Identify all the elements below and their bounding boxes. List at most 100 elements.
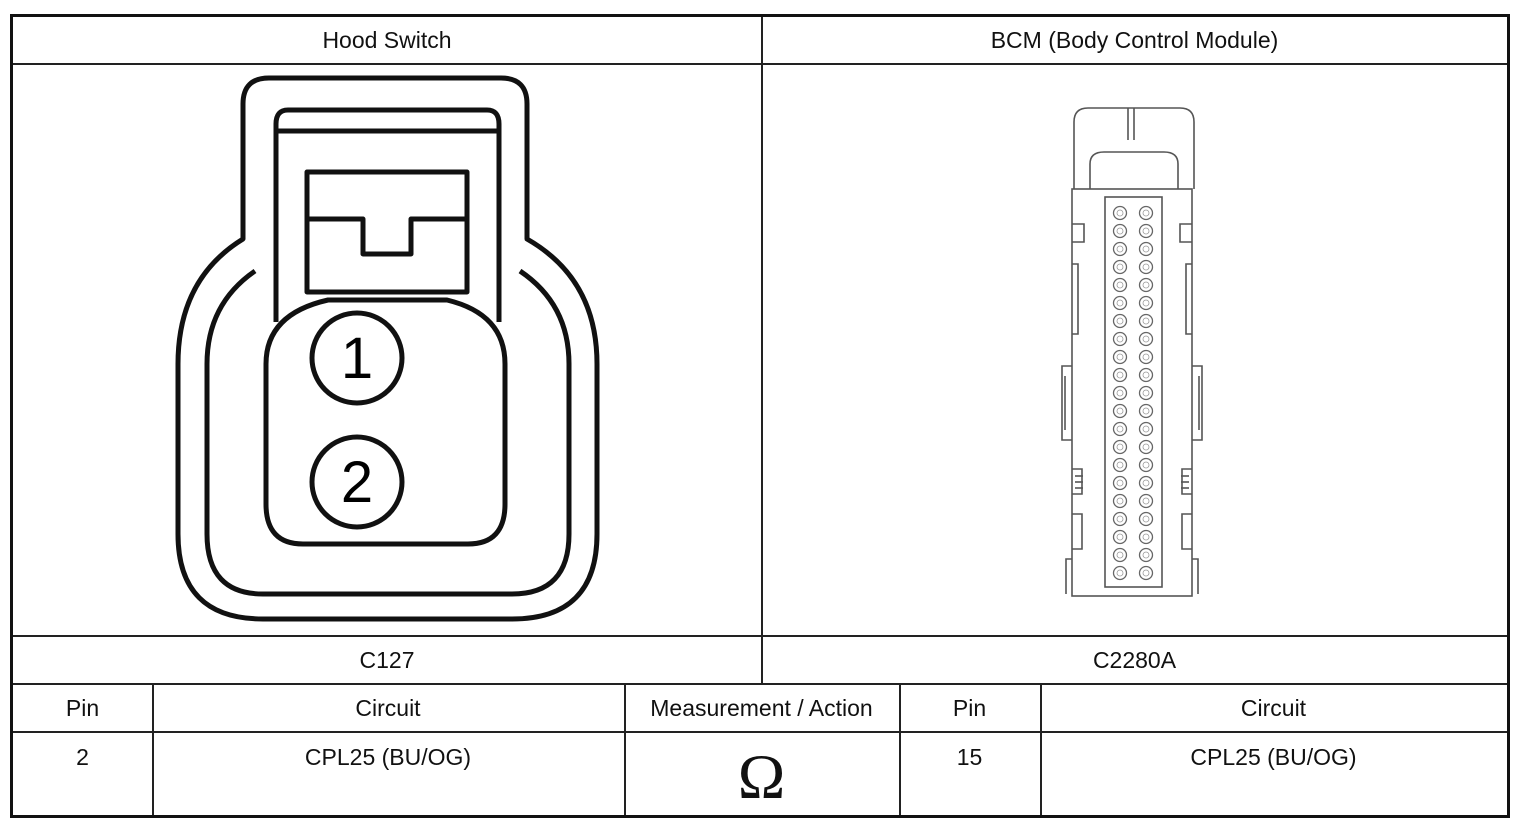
bcm-pin-cavity-number — [1142, 479, 1150, 487]
divider — [152, 684, 154, 815]
bcm-pin-cavity — [1138, 403, 1154, 419]
bcm-pin-cavity — [1138, 223, 1154, 239]
bcm-pin-cavity — [1138, 313, 1154, 329]
bcm-pin-cavity — [1138, 331, 1154, 347]
bcm-pin-cavity-number — [1116, 263, 1124, 271]
divider — [13, 731, 1507, 733]
bcm-pin-cavity-number — [1116, 515, 1124, 523]
bcm-pin-cavity-number — [1142, 371, 1150, 379]
bcm-pin-cavity-number — [1142, 299, 1150, 307]
bcm-pin-cavity — [1138, 349, 1154, 365]
bcm-pin-cavity — [1112, 331, 1128, 347]
bcm-pin-cavity-number — [1116, 317, 1124, 325]
bcm-pin-cavity-number — [1142, 569, 1150, 577]
bcm-pin-cavity-number — [1116, 209, 1124, 217]
bcm-pin-cavity-number — [1116, 461, 1124, 469]
bcm-pin-cavity — [1138, 475, 1154, 491]
table-cell-circuit-right: CPL25 (BU/OG) — [1190, 743, 1357, 770]
right-connector-id: C2280A — [1092, 646, 1177, 673]
bcm-pin-cavity-number — [1142, 245, 1150, 253]
table-header-pin-right: Pin — [952, 694, 987, 721]
bcm-pin-cavity — [1138, 367, 1154, 383]
bcm-pin-cavity — [1112, 457, 1128, 473]
bcm-pin-cavity — [1138, 511, 1154, 527]
bcm-pin-cavity — [1112, 439, 1128, 455]
bcm-pin-cavity-number — [1116, 569, 1124, 577]
bcm-pin-cavity-number — [1116, 479, 1124, 487]
bcm-pin-cavity — [1138, 529, 1154, 545]
bcm-pin-cavity-number — [1142, 461, 1150, 469]
bcm-pin-cavity — [1112, 349, 1128, 365]
divider — [624, 684, 626, 815]
bcm-pin-cavity — [1138, 277, 1154, 293]
left-connector-id: C127 — [359, 646, 415, 673]
bcm-pin-cavity-number — [1116, 281, 1124, 289]
bcm-pin-cavity — [1112, 385, 1128, 401]
table-cell-pin-left: 2 — [76, 743, 89, 770]
bcm-pin-cavity-number — [1116, 407, 1124, 415]
divider — [13, 683, 1507, 685]
bcm-pin-cavity — [1112, 565, 1128, 581]
bcm-pin-cavity — [1112, 241, 1128, 257]
bcm-pin-cavity — [1138, 547, 1154, 563]
bcm-pin-cavity-number — [1142, 407, 1150, 415]
ohm-symbol-icon: Ω — [737, 741, 786, 812]
bcm-pin-cavity-number — [1116, 497, 1124, 505]
bcm-pin-cavity — [1112, 277, 1128, 293]
bcm-pin-cavity-number — [1142, 335, 1150, 343]
bcm-pin-cavity — [1138, 457, 1154, 473]
bcm-pin-cavity — [1112, 205, 1128, 221]
bcm-pin-cavity-number — [1142, 263, 1150, 271]
bcm-pin-cavity-number — [1116, 299, 1124, 307]
table-cell-circuit-left: CPL25 (BU/OG) — [304, 743, 472, 770]
hood-switch-connector-drawing: 1 2 — [175, 75, 600, 622]
bcm-pin-cavity — [1112, 421, 1128, 437]
table-header-measurement: Measurement / Action — [650, 694, 873, 721]
bcm-pin-cavity — [1112, 475, 1128, 491]
bcm-connector-drawing — [1061, 107, 1203, 597]
bcm-pin-cavity — [1112, 511, 1128, 527]
bcm-pin-cavity — [1112, 367, 1128, 383]
divider — [761, 17, 763, 684]
bcm-pin-cavity-number — [1116, 425, 1124, 433]
bcm-pin-cavity — [1112, 547, 1128, 563]
bcm-pin-cavity-number — [1116, 245, 1124, 253]
bcm-pin-cavity — [1138, 493, 1154, 509]
bcm-pin-cavity — [1138, 259, 1154, 275]
table-header-circuit-left: Circuit — [355, 694, 421, 721]
bcm-pin-cavity-number — [1142, 227, 1150, 235]
divider — [13, 635, 1507, 637]
bcm-pin-cavity-number — [1142, 533, 1150, 541]
bcm-pin-cavity-number — [1116, 389, 1124, 397]
table-cell-pin-right: 15 — [956, 743, 983, 770]
bcm-pin-cavity-number — [1142, 425, 1150, 433]
table-header-circuit-right: Circuit — [1240, 694, 1307, 721]
bcm-pin-cavity-number — [1142, 389, 1150, 397]
bcm-pin-cavity — [1112, 313, 1128, 329]
right-connector-title: BCM (Body Control Module) — [990, 27, 1279, 53]
bcm-pin-cavity — [1138, 421, 1154, 437]
bcm-pin-cavity — [1138, 385, 1154, 401]
bcm-pin-cavity-number — [1142, 497, 1150, 505]
bcm-pin-cavity — [1138, 565, 1154, 581]
bcm-pin-cavity — [1112, 403, 1128, 419]
bcm-pin-cavity-number — [1142, 443, 1150, 451]
bcm-pin-cavity — [1112, 295, 1128, 311]
bcm-pin-cavity-number — [1116, 443, 1124, 451]
bcm-pin-cavity-number — [1116, 551, 1124, 559]
bcm-pin-cavity-number — [1142, 209, 1150, 217]
bcm-pin-cavity — [1112, 259, 1128, 275]
left-connector-title: Hood Switch — [322, 27, 452, 53]
bcm-pin-cavity-number — [1116, 335, 1124, 343]
bcm-pin-cavity-number — [1116, 353, 1124, 361]
pin-2-label: 2 — [341, 450, 373, 515]
bcm-pin-cavity-number — [1116, 533, 1124, 541]
table-header-pin-left: Pin — [65, 694, 100, 721]
divider — [13, 63, 1507, 65]
bcm-pin-cavity-number — [1116, 227, 1124, 235]
bcm-pin-cavity-number — [1142, 353, 1150, 361]
bcm-pin-cavity — [1112, 493, 1128, 509]
bcm-pin-cavity-number — [1142, 551, 1150, 559]
divider — [899, 684, 901, 815]
bcm-pin-cavity — [1112, 223, 1128, 239]
